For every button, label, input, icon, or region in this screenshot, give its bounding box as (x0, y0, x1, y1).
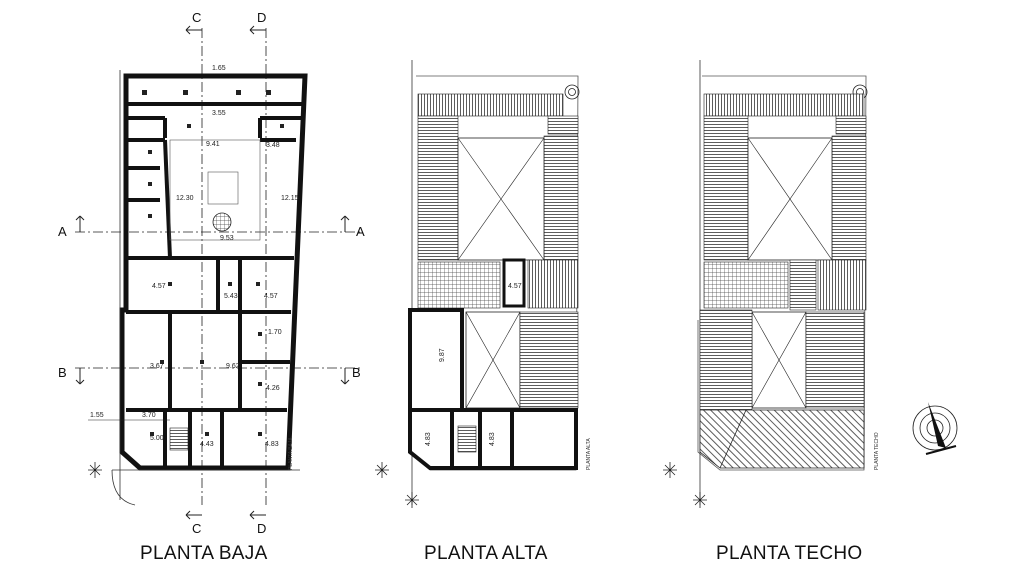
baja-side-label: PLANTA BAJA (288, 437, 294, 470)
alta-room-west (408, 308, 464, 412)
dim-label: 4.83 (489, 432, 496, 446)
dim-label: 3.55 (212, 110, 226, 117)
baja-outer-wall (119, 73, 308, 471)
alta-small-room (502, 258, 526, 308)
dim-label: 4.57 (264, 293, 278, 300)
dim-label: 1.70 (268, 329, 282, 336)
dim-label: 3.48 (266, 142, 280, 149)
techo-roof-strip-top (703, 93, 865, 117)
dim-label: 4.83 (425, 432, 432, 446)
patio-fountain-icon (212, 212, 232, 232)
planta-baja-plan: C D C D A A B B (58, 10, 365, 536)
dim-label: 3.70 (142, 412, 156, 419)
section-mark-a-left: A (58, 224, 67, 239)
alta-roof-west (417, 115, 459, 261)
section-a-b-markers: A A B B (58, 215, 365, 385)
section-c-d-markers: C D C D (185, 10, 267, 536)
plan-title-alta: PLANTA ALTA (424, 543, 548, 564)
dim-label: 5.43 (224, 293, 238, 300)
dim-label: 12.15 (281, 195, 299, 202)
alta-grid-deck (417, 261, 501, 309)
plan-title-baja: PLANTA BAJA (140, 543, 268, 564)
techo-roof-south (699, 409, 865, 469)
dim-label: 3.67 (150, 363, 164, 370)
dim-label: 12.30 (176, 195, 194, 202)
dim-label: 4.26 (266, 385, 280, 392)
dim-label: 1.65 (212, 65, 226, 72)
dim-label: 9.53 (220, 235, 234, 242)
dim-label: 4.43 (200, 441, 214, 448)
section-mark-c-bottom: C (192, 521, 201, 536)
dim-label: 9.87 (439, 348, 446, 362)
dim-label: 4.57 (508, 283, 522, 290)
planta-alta-plan: 4.57 9.87 4.83 4.83 PLANTA ALTA (375, 60, 592, 508)
techo-side-label: PLANTA TECHO (874, 432, 880, 470)
section-mark-d-bottom: D (257, 521, 266, 536)
alta-stair (457, 425, 477, 453)
alta-drain-icon (564, 84, 580, 100)
dim-label: 9.62 (226, 363, 240, 370)
north-arrow-icon (912, 402, 958, 455)
dim-label: 9.41 (206, 141, 220, 148)
baja-stair (169, 427, 189, 451)
dim-label: 4.57 (152, 283, 166, 290)
section-mark-a-right: A (356, 224, 365, 239)
dim-label: 5.00 (150, 435, 164, 442)
section-mark-c-top: C (192, 10, 201, 25)
baja-interior-walls (126, 102, 303, 468)
baja-patio (169, 139, 261, 241)
section-mark-d-top: D (257, 10, 266, 25)
alta-roof-east (543, 135, 579, 261)
planta-techo-plan: PLANTA TECHO (663, 60, 880, 508)
plan-title-techo: PLANTA TECHO (716, 543, 863, 564)
section-mark-b-left: B (58, 365, 67, 380)
alta-roof-southeast (519, 311, 579, 409)
alta-side-label: PLANTA ALTA (586, 438, 592, 470)
dim-label: 1.55 (90, 412, 104, 419)
dim-label: 4.83 (265, 441, 279, 448)
section-mark-b-right: B (352, 365, 361, 380)
alta-roof-strip-top (417, 93, 564, 117)
